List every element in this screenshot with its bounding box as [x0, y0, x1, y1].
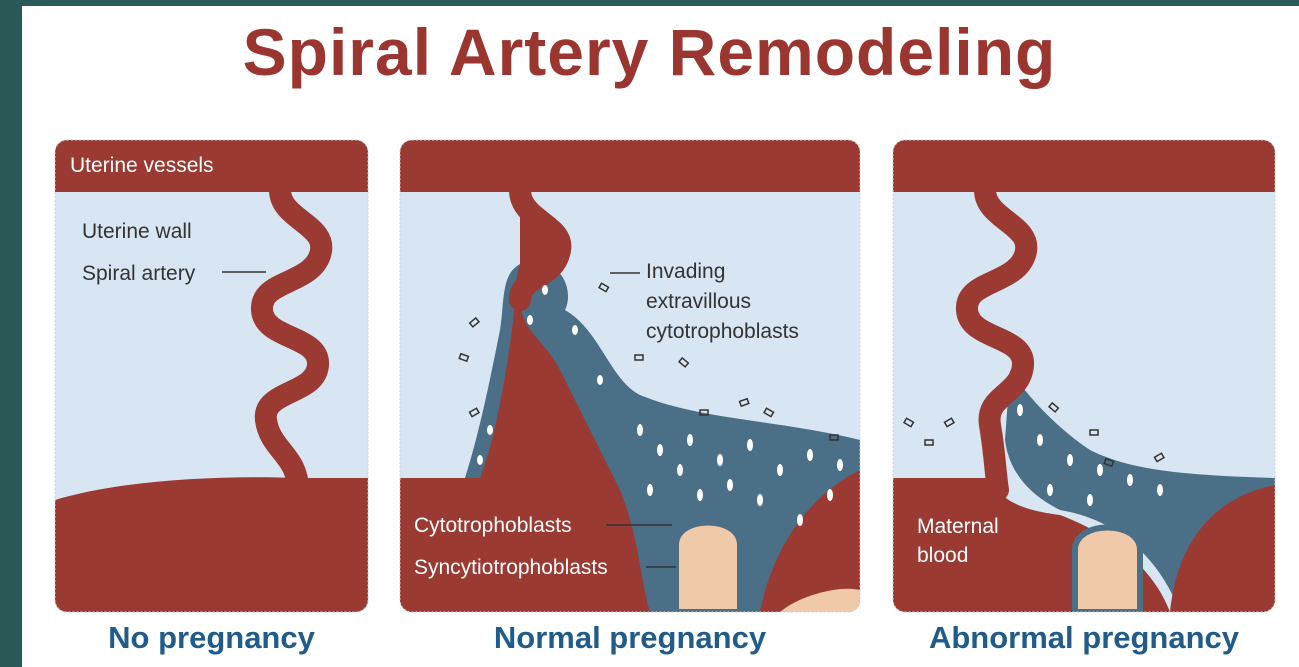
uterine-vessels-band — [893, 140, 1275, 192]
uterine-vessels-band — [400, 140, 860, 192]
label-maternal-line2: blood — [917, 544, 968, 567]
panel-normal-pregnancy — [400, 140, 860, 612]
chorionic-villus — [676, 523, 740, 613]
label-maternal-line1: Maternal — [917, 515, 999, 538]
caption-normal-pregnancy: Normal pregnancy — [400, 620, 860, 656]
lumen-blood-region — [55, 477, 368, 612]
label-invading-line2: extravillous — [646, 290, 751, 313]
label-cytotrophoblasts: Cytotrophoblasts — [414, 514, 572, 537]
caption-abnormal-pregnancy: Abnormal pregnancy — [893, 620, 1275, 656]
chorionic-villus — [1075, 528, 1140, 613]
panel-abnormal-pregnancy — [893, 140, 1275, 612]
caption-no-pregnancy: No pregnancy — [55, 620, 368, 656]
label-uterine-wall: Uterine wall — [82, 220, 192, 243]
label-invading-line3: cytotrophoblasts — [646, 320, 799, 343]
label-invading-line1: Invading — [646, 260, 725, 283]
label-uterine-vessels: Uterine vessels — [70, 154, 214, 177]
label-spiral-artery: Spiral artery — [82, 262, 196, 285]
panel-no-pregnancy — [55, 140, 368, 612]
label-syncytiotrophoblasts: Syncytiotrophoblasts — [414, 556, 608, 579]
